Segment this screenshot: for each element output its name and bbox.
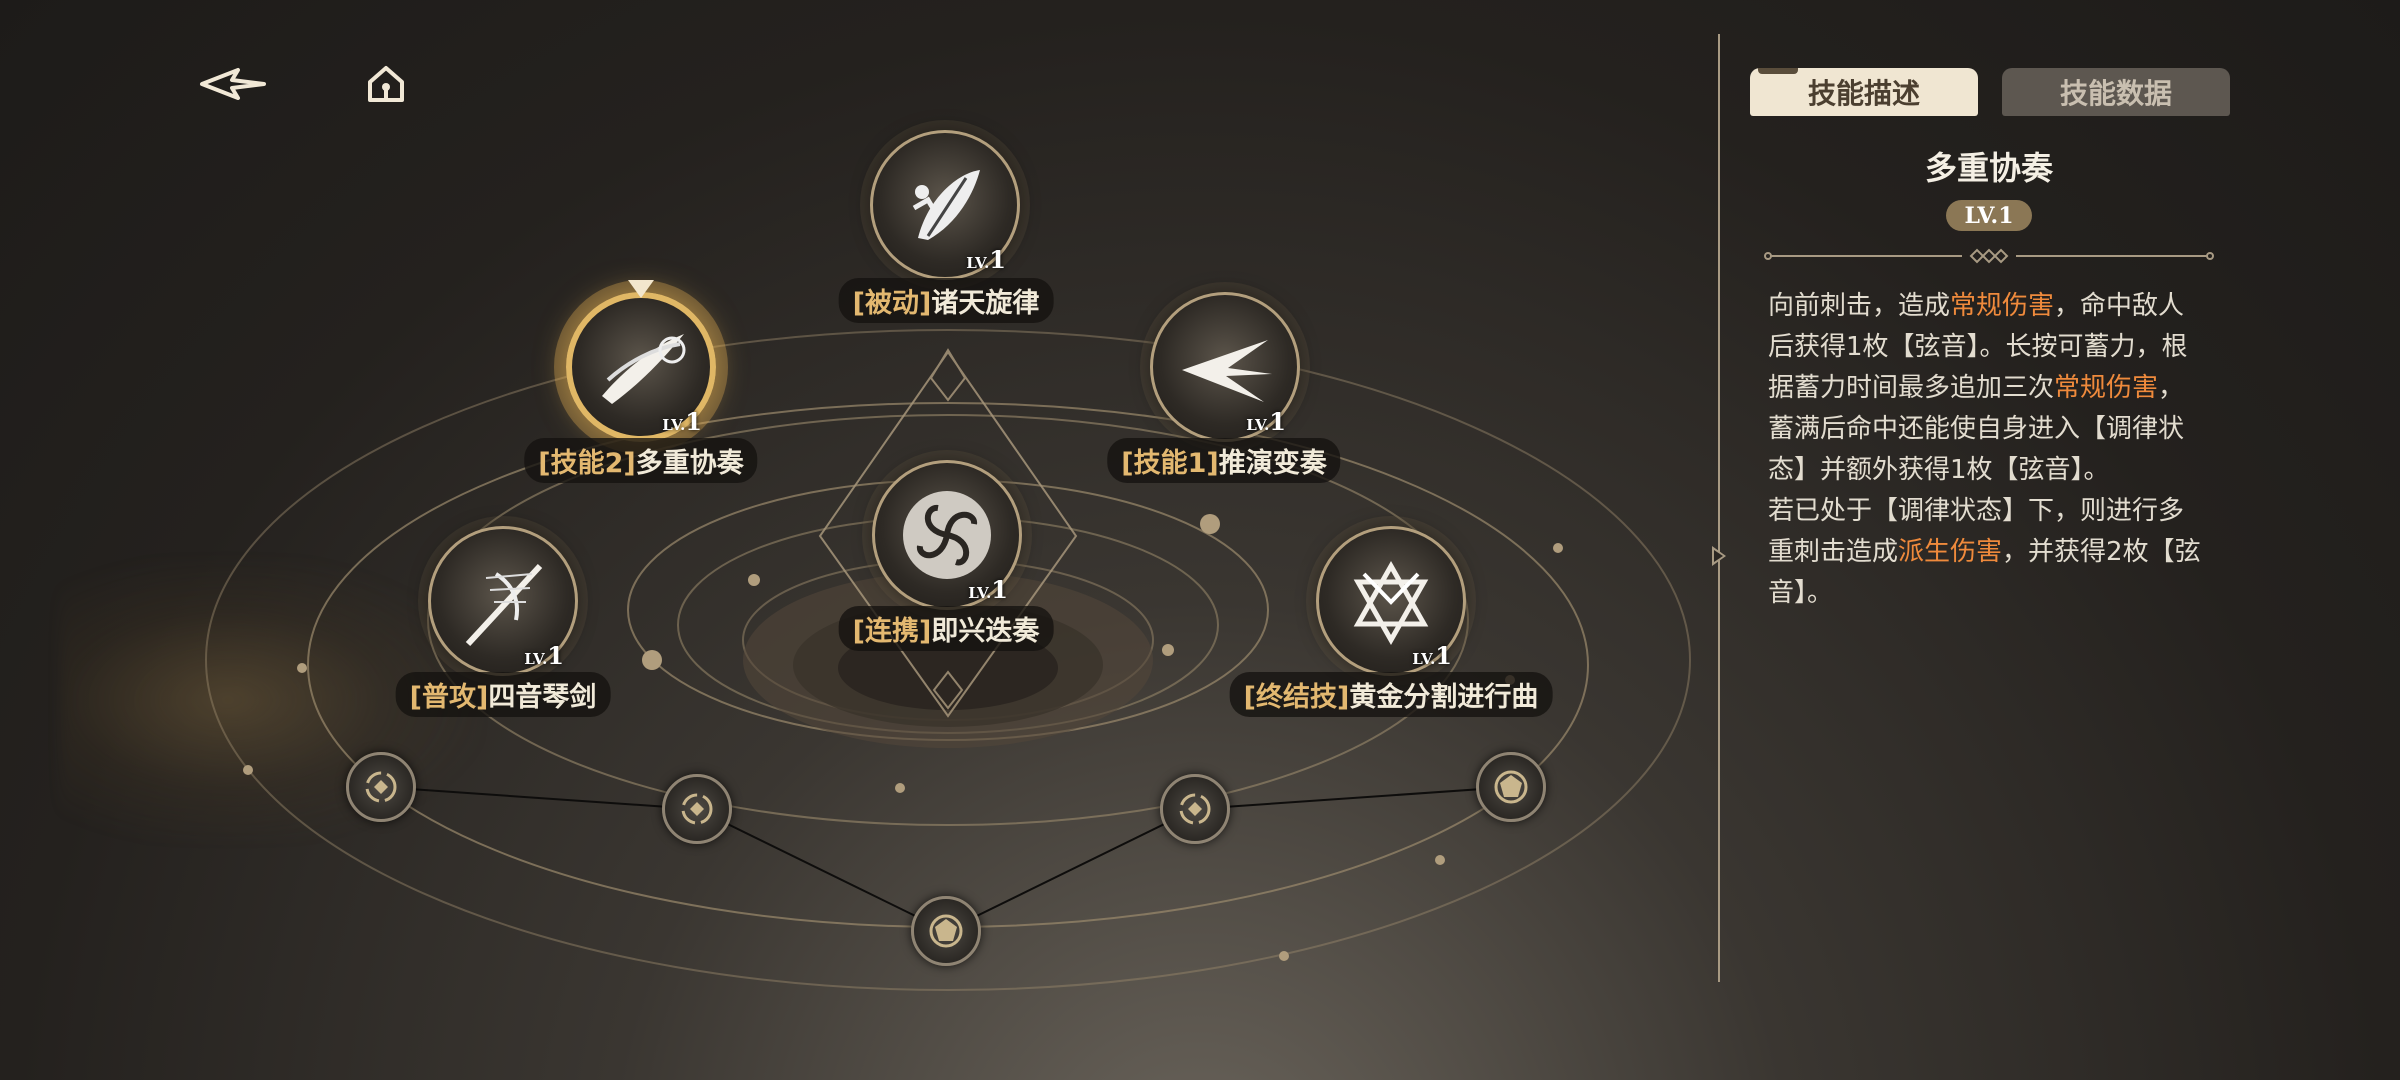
- skill-level: LV.1: [968, 575, 1008, 604]
- skill-node-ultimate[interactable]: LV.1: [1316, 526, 1466, 676]
- skill-level: LV.1: [1412, 641, 1452, 670]
- back-arrow-icon[interactable]: [198, 66, 268, 102]
- skill-level: LV.1: [524, 641, 564, 670]
- collapse-arrow-icon[interactable]: [1712, 546, 1726, 566]
- cycle-rune-icon: [681, 793, 713, 825]
- damage-keyword: 常规伤害: [2054, 373, 2159, 403]
- sub-node-3[interactable]: [1160, 774, 1230, 844]
- harp-sword-icon: [465, 563, 543, 647]
- skill-node-skill1[interactable]: LV.1: [1150, 292, 1300, 442]
- damage-keyword: 派生伤害: [1898, 537, 2003, 567]
- skill-tag: [技能1]: [1121, 448, 1219, 479]
- home-icon[interactable]: [364, 62, 408, 106]
- skill-tag: [技能2]: [538, 448, 636, 479]
- skill-label-combo: [连携]即兴迭奏: [838, 606, 1054, 651]
- tab-skill-description[interactable]: 技能描述: [1750, 68, 1978, 116]
- panel-divider-top: [1718, 34, 1720, 982]
- selection-pin-icon: [628, 280, 654, 298]
- skill-name: 即兴迭奏: [931, 616, 1040, 647]
- skill-node-combo[interactable]: LV.1: [872, 460, 1022, 610]
- description-paragraph-2: 若已处于【调律状态】下，则进行多重刺击造成派生伤害，并获得2枚【弦音】。: [1768, 496, 2201, 608]
- skill-level: LV.1: [1246, 407, 1286, 436]
- skill-node-skill2[interactable]: LV.1: [566, 280, 716, 442]
- skill-name: 黄金分割进行曲: [1349, 682, 1539, 713]
- spiral-vortex-icon: [903, 491, 991, 579]
- tab-skill-data[interactable]: 技能数据: [2002, 68, 2230, 116]
- skill-tag: [被动]: [852, 288, 932, 319]
- skill-orbit-map: [205, 329, 1691, 991]
- pentagon-star-icon: [929, 914, 963, 948]
- skill-tag: [终结技]: [1243, 682, 1350, 713]
- skill-label-skill2: [技能2]多重协奏: [524, 438, 758, 483]
- skill-label-ultimate: [终结技]黄金分割进行曲: [1229, 672, 1553, 717]
- skill-tag: [连携]: [852, 616, 932, 647]
- burst-rays-icon: [1182, 340, 1272, 402]
- damage-keyword: 常规伤害: [1950, 291, 2055, 321]
- skill-label-skill1: [技能1]推演变奏: [1107, 438, 1341, 483]
- sub-node-1[interactable]: [346, 752, 416, 822]
- sub-node-5[interactable]: [911, 896, 981, 966]
- cycle-rune-icon: [1179, 793, 1211, 825]
- sub-node-4[interactable]: [1476, 752, 1546, 822]
- skill-name: 诸天旋律: [931, 288, 1040, 319]
- sub-node-2[interactable]: [662, 774, 732, 844]
- skill-node-normal[interactable]: LV.1: [428, 526, 578, 676]
- skill-description: 向前刺击，造成常规伤害，命中敌人后获得1枚【弦音】。长按可蓄力，根据蓄力时间最多…: [1768, 286, 2208, 614]
- skill-name: 推演变奏: [1218, 448, 1327, 479]
- skill-label-passive: [被动]诸天旋律: [838, 278, 1054, 323]
- title-ornament: [1764, 248, 2214, 264]
- skill-name: 多重协奏: [635, 448, 744, 479]
- panel-skill-title: 多重协奏: [1924, 149, 2053, 187]
- skill-name: 四音琴剑: [488, 682, 597, 713]
- skill-label-normal: [普攻]四音琴剑: [395, 672, 611, 717]
- tab-active-marker: [1758, 68, 1798, 74]
- pentagon-star-icon: [1494, 770, 1528, 804]
- harp-figure-icon: [912, 170, 980, 240]
- skill-tag: [普攻]: [409, 682, 489, 713]
- cycle-rune-icon: [365, 771, 397, 803]
- slash-wave-icon: [602, 334, 686, 404]
- panel-level-badge: LV.1: [1946, 200, 2032, 231]
- skill-level: LV.1: [966, 245, 1006, 274]
- hexagram-icon: [1353, 560, 1429, 646]
- skill-level: LV.1: [662, 407, 702, 436]
- skill-node-passive[interactable]: LV.1: [870, 130, 1020, 280]
- description-paragraph-1: 向前刺击，造成常规伤害，命中敌人后获得1枚【弦音】。长按可蓄力，根据蓄力时间最多…: [1768, 291, 2188, 485]
